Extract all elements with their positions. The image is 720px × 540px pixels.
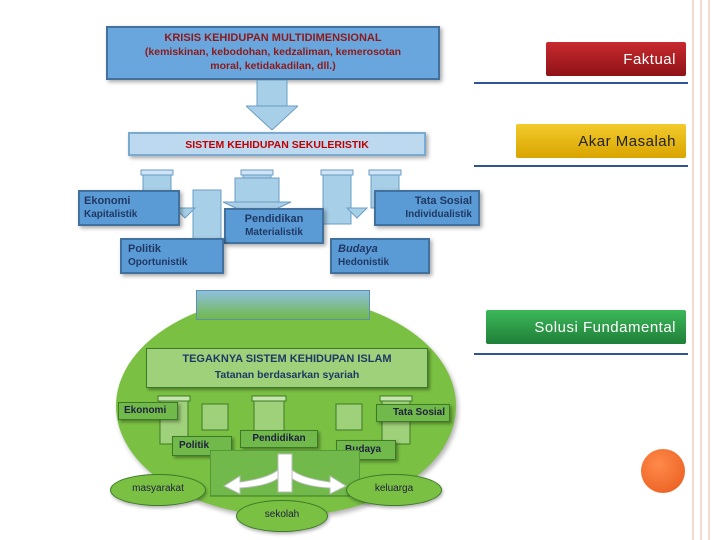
crisis-box: KRISIS KEHIDUPAN MULTIDIMENSIONAL (kemis… — [106, 26, 440, 80]
secular-system-title: SISTEM KEHIDUPAN SEKULERISTIK — [185, 139, 369, 151]
divider-line — [474, 165, 688, 167]
secular-pendidikan-1: Pendidikan — [244, 213, 304, 225]
secular-budaya-2: Hedonistik — [338, 257, 390, 268]
secular-politik-1: Politik — [128, 243, 162, 255]
secular-tata-sosial-box: Tata Sosial Individualistik — [374, 190, 480, 226]
islam-tata-sosial-box: Tata Sosial — [376, 404, 450, 422]
secular-system-box: SISTEM KEHIDUPAN SEKULERISTIK — [128, 132, 426, 156]
islam-ekonomi: Ekonomi — [124, 405, 167, 416]
secular-budaya-1: Budaya — [338, 243, 378, 255]
crisis-line1: (kemiskinan, kebodohan, kedzaliman, keme… — [144, 46, 402, 58]
secular-ekonomi-2: Kapitalistik — [84, 209, 138, 220]
label-faktual: Faktual — [546, 42, 686, 76]
secular-pendidikan-2: Materialistik — [245, 227, 303, 238]
root-masyarakat: masyarakat — [110, 474, 206, 506]
divider-line — [474, 353, 688, 355]
islam-tata-sosial: Tata Sosial — [392, 407, 445, 418]
decorative-border-line — [708, 0, 710, 540]
label-faktual-text: Faktual — [623, 50, 676, 68]
decorative-border-line — [700, 0, 702, 540]
arrow-down-icon — [246, 80, 298, 130]
secular-ekonomi-1: Ekonomi — [84, 195, 131, 207]
islam-ekonomi-box: Ekonomi — [118, 402, 178, 420]
label-solusi-text: Solusi Fundamental — [534, 318, 676, 336]
crisis-title: KRISIS KEHIDUPAN MULTIDIMENSIONAL — [164, 32, 382, 44]
secular-ekonomi-box: Ekonomi Kapitalistik — [78, 190, 180, 226]
islam-system-subtitle: Tatanan berdasarkan syariah — [214, 369, 360, 381]
transition-block — [196, 290, 370, 320]
crisis-line2: moral, ketidakadilan, dll.) — [210, 60, 336, 72]
islam-pendidikan-box: Pendidikan — [240, 430, 318, 448]
secular-pendidikan-box: Pendidikan Materialistik — [224, 208, 324, 244]
secular-politik-box: Politik Oportunistik — [120, 238, 224, 274]
secular-sosial-1: Tata Sosial — [414, 195, 472, 207]
decorative-border-line — [692, 0, 694, 540]
islam-budaya: Budaya — [345, 444, 382, 455]
roots-arrows-icon — [210, 450, 360, 497]
islam-politik: Politik — [179, 440, 210, 451]
root-sekolah: sekolah — [236, 500, 328, 532]
root-sekolah-text: sekolah — [264, 509, 300, 520]
islam-system-box: TEGAKNYA SISTEM KEHIDUPAN ISLAM Tatanan … — [146, 348, 428, 388]
root-keluarga-text: keluarga — [374, 483, 414, 494]
label-solusi-fundamental: Solusi Fundamental — [486, 310, 686, 344]
divider-line — [474, 82, 688, 84]
islam-system-title: TEGAKNYA SISTEM KEHIDUPAN ISLAM — [182, 353, 392, 365]
secular-budaya-box: Budaya Hedonistik — [330, 238, 430, 274]
islam-pendidikan: Pendidikan — [252, 433, 306, 444]
label-akar-masalah: Akar Masalah — [516, 124, 686, 158]
root-keluarga: keluarga — [346, 474, 442, 506]
accent-circle — [641, 449, 685, 493]
secular-politik-2: Oportunistik — [128, 257, 188, 268]
label-akar-masalah-text: Akar Masalah — [578, 132, 676, 150]
root-masyarakat-text: masyarakat — [132, 483, 184, 494]
secular-sosial-2: Individualistik — [405, 209, 472, 220]
